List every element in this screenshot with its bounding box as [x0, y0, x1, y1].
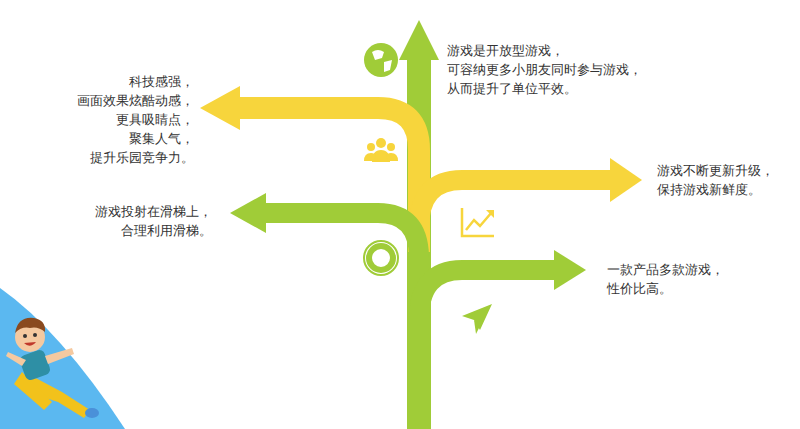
- callout-text: 科技感强， 画面效果炫酷动感， 更具吸睛点，聚集人气， 提升乐园竞争力。: [77, 72, 194, 167]
- lifebuoy-icon: [364, 241, 398, 275]
- slide-shape: [0, 288, 125, 429]
- globe-icon: [364, 43, 398, 77]
- boy-figure: [6, 318, 99, 418]
- callout-text: 一款产品多款游戏， 性价比高。: [607, 260, 724, 298]
- signpost-arrows: [200, 20, 642, 429]
- callout-text: 游戏不断更新升级， 保持游戏新鲜度。: [657, 161, 774, 199]
- callout-text: 游戏投射在滑梯上， 合理利用滑梯。: [95, 202, 212, 240]
- chart-icon: [462, 208, 494, 236]
- people-icon: [364, 138, 398, 162]
- callout-text: 游戏是开放型游戏， 可容纳更多小朋友同时参与游戏， 从而提升了单位平效。: [447, 41, 642, 98]
- paper-plane-icon: [462, 304, 492, 334]
